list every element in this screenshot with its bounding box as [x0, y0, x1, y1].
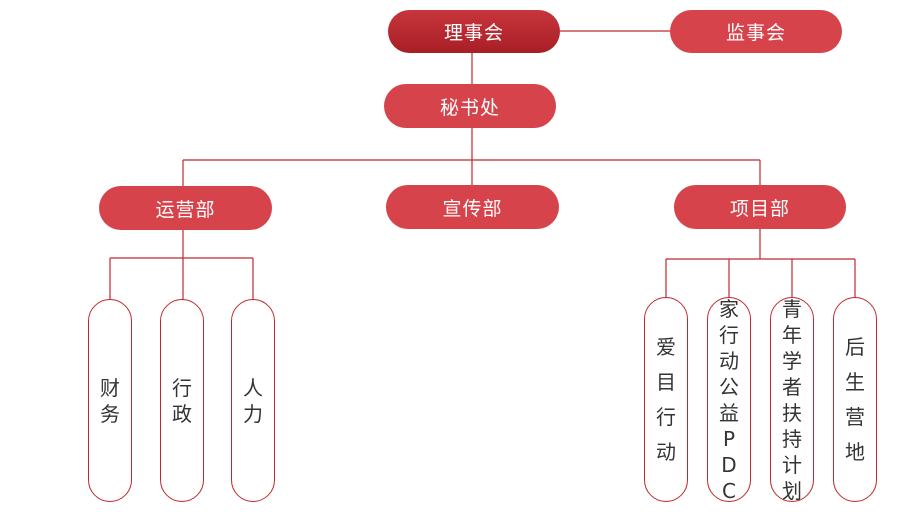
youth-camp-unit: 后生营地	[833, 297, 877, 502]
hr-unit-label: 人力	[243, 375, 263, 426]
home-action-pdc-unit: 家行动公益PDC	[707, 296, 751, 503]
publicity-dept-label: 宣传部	[442, 197, 503, 220]
publicity-dept-node: 宣传部	[386, 185, 559, 229]
youth-camp-unit-label: 后生营地	[845, 334, 865, 464]
supervisory-board-label: 监事会	[725, 22, 786, 44]
young-scholar-support-unit-label: 青年学者扶持计划	[782, 296, 802, 503]
eye-action-unit-label: 爱目行动	[656, 334, 676, 464]
supervisory-board-node: 监事会	[670, 10, 842, 53]
projects-dept-label: 项目部	[729, 197, 790, 220]
finance-unit: 财务	[88, 299, 132, 502]
administration-unit-label: 行政	[172, 375, 192, 426]
young-scholar-support-unit: 青年学者扶持计划	[770, 296, 814, 503]
secretariat-label: 秘书处	[439, 96, 500, 119]
projects-dept-node: 项目部	[674, 185, 846, 229]
board-node: 理事会	[388, 10, 560, 53]
administration-unit: 行政	[160, 299, 204, 502]
finance-unit-label: 财务	[100, 375, 120, 426]
operations-dept-node: 运营部	[99, 186, 272, 230]
board-label: 理事会	[443, 22, 504, 44]
eye-action-unit: 爱目行动	[644, 297, 688, 502]
hr-unit: 人力	[231, 299, 275, 502]
home-action-pdc-unit-label: 家行动公益PDC	[719, 296, 739, 503]
secretariat-node: 秘书处	[384, 84, 556, 128]
operations-dept-label: 运营部	[155, 198, 216, 221]
